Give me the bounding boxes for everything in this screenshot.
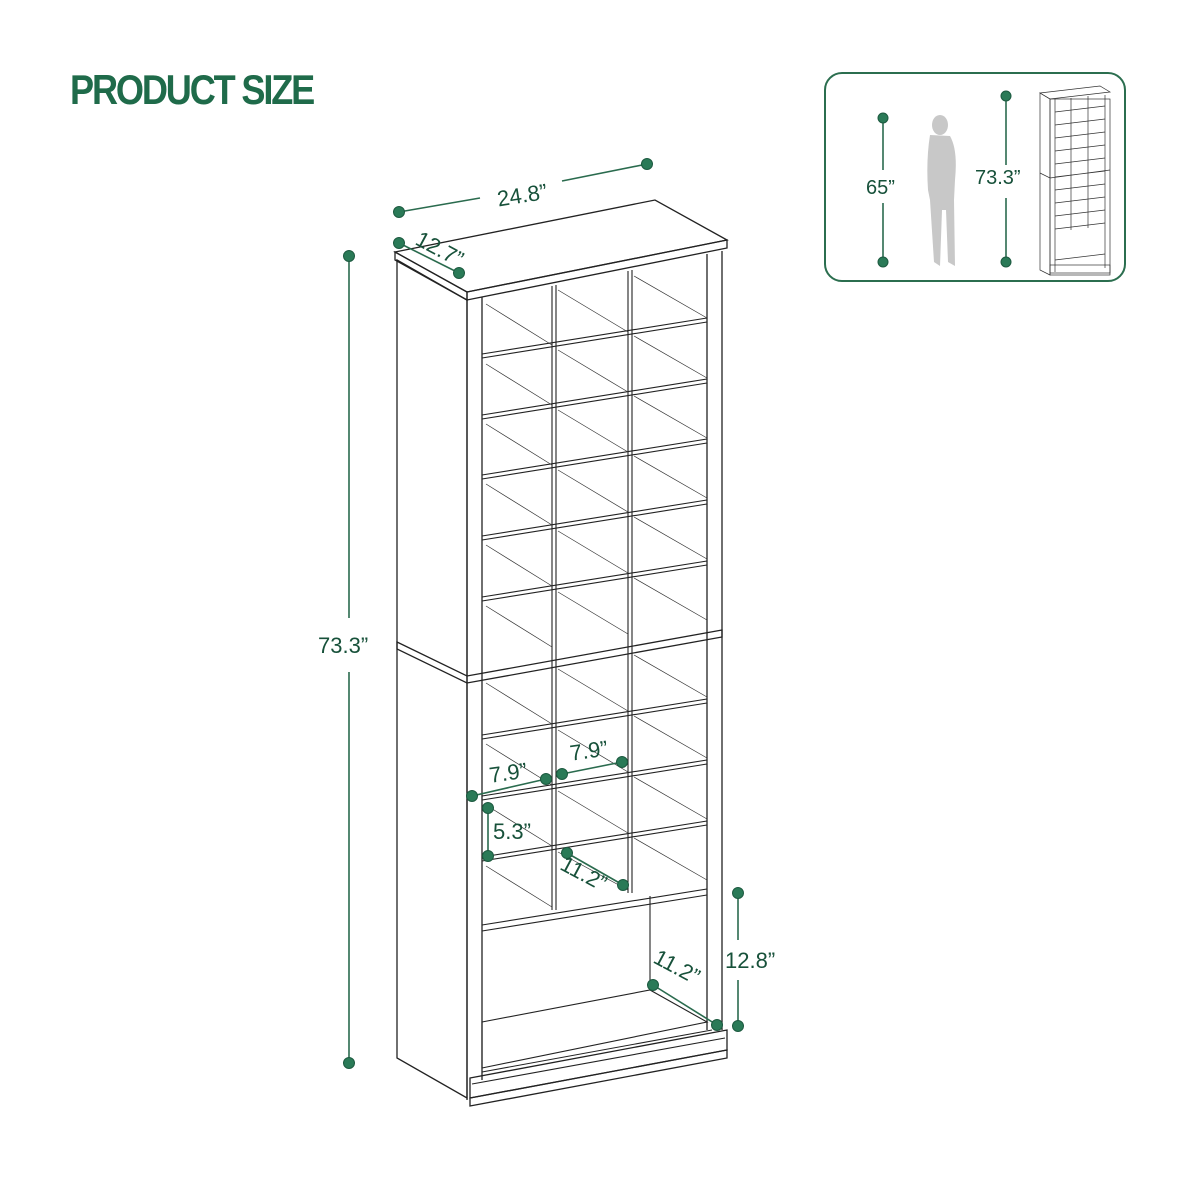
svg-text:5.3”: 5.3” xyxy=(493,819,531,844)
page-title: PRODUCT SIZE xyxy=(70,66,315,113)
svg-text:12.7”: 12.7” xyxy=(412,226,468,272)
person-silhouette-icon xyxy=(927,115,956,266)
svg-text:7.9”: 7.9” xyxy=(568,736,609,766)
cabinet-drawing xyxy=(393,199,729,1107)
dimension-depth: 12.7” xyxy=(393,226,468,279)
svg-text:24.8”: 24.8” xyxy=(495,179,548,212)
inset-cabinet-dimension: 73.3” xyxy=(975,90,1021,268)
svg-text:12.8”: 12.8” xyxy=(725,948,775,973)
cubby-shelves xyxy=(481,275,708,932)
svg-text:73.3”: 73.3” xyxy=(318,633,368,658)
height-comparison-inset xyxy=(824,72,1126,282)
svg-text:11.2”: 11.2” xyxy=(556,851,611,896)
dimension-width: 24.8” xyxy=(393,158,653,218)
dimension-height: 73.3” xyxy=(318,250,368,1069)
dimension-cubby-depth: 11.2” xyxy=(556,847,629,896)
inset-person-dimension: 65” xyxy=(866,112,895,268)
dimension-cubby-height: 5.3” xyxy=(482,802,531,862)
svg-text:65”: 65” xyxy=(866,177,895,199)
svg-text:73.3”: 73.3” xyxy=(975,167,1021,189)
dimension-bottom-depth: 11.2” xyxy=(647,944,723,1031)
svg-text:7.9”: 7.9” xyxy=(488,758,529,788)
dimension-bottom-height: 12.8” xyxy=(725,887,775,1032)
cabinet-thumbnail-icon xyxy=(1038,85,1112,276)
dimension-cubby-width: 7.9” 7.9” xyxy=(466,736,628,802)
